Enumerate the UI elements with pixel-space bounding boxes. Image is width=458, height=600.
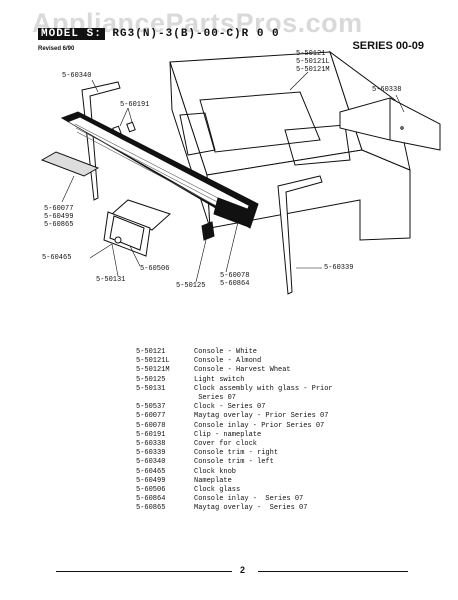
parts-row: 5-60506 Clock glass (136, 486, 394, 495)
nameplate (40, 151, 100, 177)
model-title-rest: RG3(N)-3(B)-00-C)R 0 0 (112, 28, 280, 40)
parts-row: 5-50537 Clock - Series 07 (136, 403, 394, 412)
part-number: 5-60191 (136, 430, 166, 439)
part-description: Console trim - left (194, 458, 274, 467)
light-switch (201, 221, 215, 241)
part-description: Console inlay - Prior Series 07 (194, 421, 325, 430)
parts-row: 5-60338 Cover for clock (136, 440, 394, 449)
part-number: 5-60865 (136, 504, 166, 513)
series-label: SERIES 00-09 (352, 40, 424, 52)
part-description: Light switch (194, 375, 245, 384)
part-number: 5-50121 (136, 348, 166, 356)
console-housing (169, 50, 411, 241)
callout-5-60338: 5-60338 (372, 86, 402, 94)
part-description: Series 07 (194, 394, 237, 403)
parts-row: 5-60864 Console inlay - Series 07 (136, 495, 394, 504)
callout-5-50121l: 5-50121L (296, 58, 330, 66)
callout-5-60865: 5-60865 (44, 221, 74, 229)
parts-row: 5-50121 Console - White (136, 348, 394, 357)
part-description: Maytag overlay - Prior Series 07 (194, 412, 329, 421)
part-description: Console - Almond (194, 357, 262, 366)
part-number (136, 394, 194, 403)
callout-5-60499: 5-60499 (44, 213, 74, 221)
part-number: 5-50121L (136, 357, 170, 366)
part-description: Cover for clock (194, 440, 258, 449)
part-description: Console - Harvest Wheat (194, 366, 291, 375)
callout-5-60191: 5-60191 (120, 101, 150, 109)
parts-row: 5-60078 Console inlay - Prior Series 07 (136, 422, 394, 431)
footer-rule-right (258, 571, 408, 572)
parts-row: 5-60465 Clock knob (136, 468, 394, 477)
part-description: Nameplate (194, 476, 232, 485)
part-description: Clock glass (194, 486, 241, 495)
callout-5-60864: 5-60864 (220, 280, 250, 288)
right-trim (277, 175, 323, 295)
part-description: Clip - nameplate (194, 430, 262, 439)
part-number: 5-60078 (136, 421, 166, 430)
parts-row: 5-60191 Clip - nameplate (136, 431, 394, 440)
part-number: 5-60077 (136, 412, 166, 421)
parts-row: 5-50125 Light switch (136, 376, 394, 385)
part-number: 5-50125 (136, 375, 166, 384)
part-number: 5-60506 (136, 486, 166, 495)
parts-list: 5-50121 Console - White 5-50121L Console -… (136, 348, 394, 514)
part-number: 5-50537 (136, 403, 166, 412)
part-number: 5-50131 (136, 384, 166, 393)
callout-5-60465: 5-60465 (42, 254, 72, 262)
callout-5-50121: 5-50121 (296, 50, 326, 58)
callout-5-60340: 5-60340 (62, 72, 92, 80)
footer-rule-left (56, 571, 232, 572)
clock-assembly (103, 199, 171, 257)
part-description: Console trim - right (194, 449, 279, 458)
model-title: MODEL S: RG3(N)-3(B)-00-C)R 0 0 (38, 28, 424, 44)
callout-5-50125: 5-50125 (176, 282, 206, 290)
part-description: Clock knob (194, 467, 237, 476)
part-number: 5-60339 (136, 449, 166, 458)
callout-5-60506: 5-60506 (140, 265, 170, 273)
part-number: 5-60499 (136, 476, 166, 485)
parts-row: 5-60499 Nameplate (136, 477, 394, 486)
part-number: 5-60864 (136, 495, 166, 504)
parts-row: 5-60077 Maytag overlay - Prior Series 07 (136, 412, 394, 421)
model-title-boxed: MODEL S: (38, 28, 105, 40)
part-description: Clock - Series 07 (194, 403, 266, 412)
callout-5-60339: 5-60339 (324, 264, 354, 272)
part-description: Console - White (194, 348, 258, 356)
parts-row: 5-50121M Console - Harvest Wheat (136, 366, 394, 375)
part-description: Console inlay - Series 07 (194, 495, 304, 504)
page-number: 2 (240, 565, 246, 575)
clock-cover (339, 97, 441, 151)
part-description: Clock assembly with glass - Prior (194, 384, 333, 393)
parts-row: 5-50121L Console - Almond (136, 357, 394, 366)
callout-5-50131: 5-50131 (96, 276, 126, 284)
part-number: 5-60340 (136, 458, 166, 467)
part-description: Maytag overlay - Series 07 (194, 504, 308, 513)
part-number: 5-50121M (136, 366, 170, 375)
callout-5-60078: 5-60078 (220, 272, 250, 280)
revised-date: Revised 6/90 (38, 46, 75, 52)
parts-row: Series 07 (136, 394, 394, 403)
parts-row: 5-50131 Clock assembly with glass - Prior (136, 385, 394, 394)
callout-5-60077: 5-60077 (44, 205, 74, 213)
parts-row: 5-60865 Maytag overlay - Series 07 (136, 504, 394, 513)
callout-5-50121m: 5-50121M (296, 66, 330, 74)
part-number: 5-60338 (136, 440, 166, 449)
parts-row: 5-60340 Console trim - left (136, 458, 394, 467)
parts-row: 5-60339 Console trim - right (136, 449, 394, 458)
part-number: 5-60465 (136, 467, 166, 476)
overlay-panel (60, 111, 259, 229)
